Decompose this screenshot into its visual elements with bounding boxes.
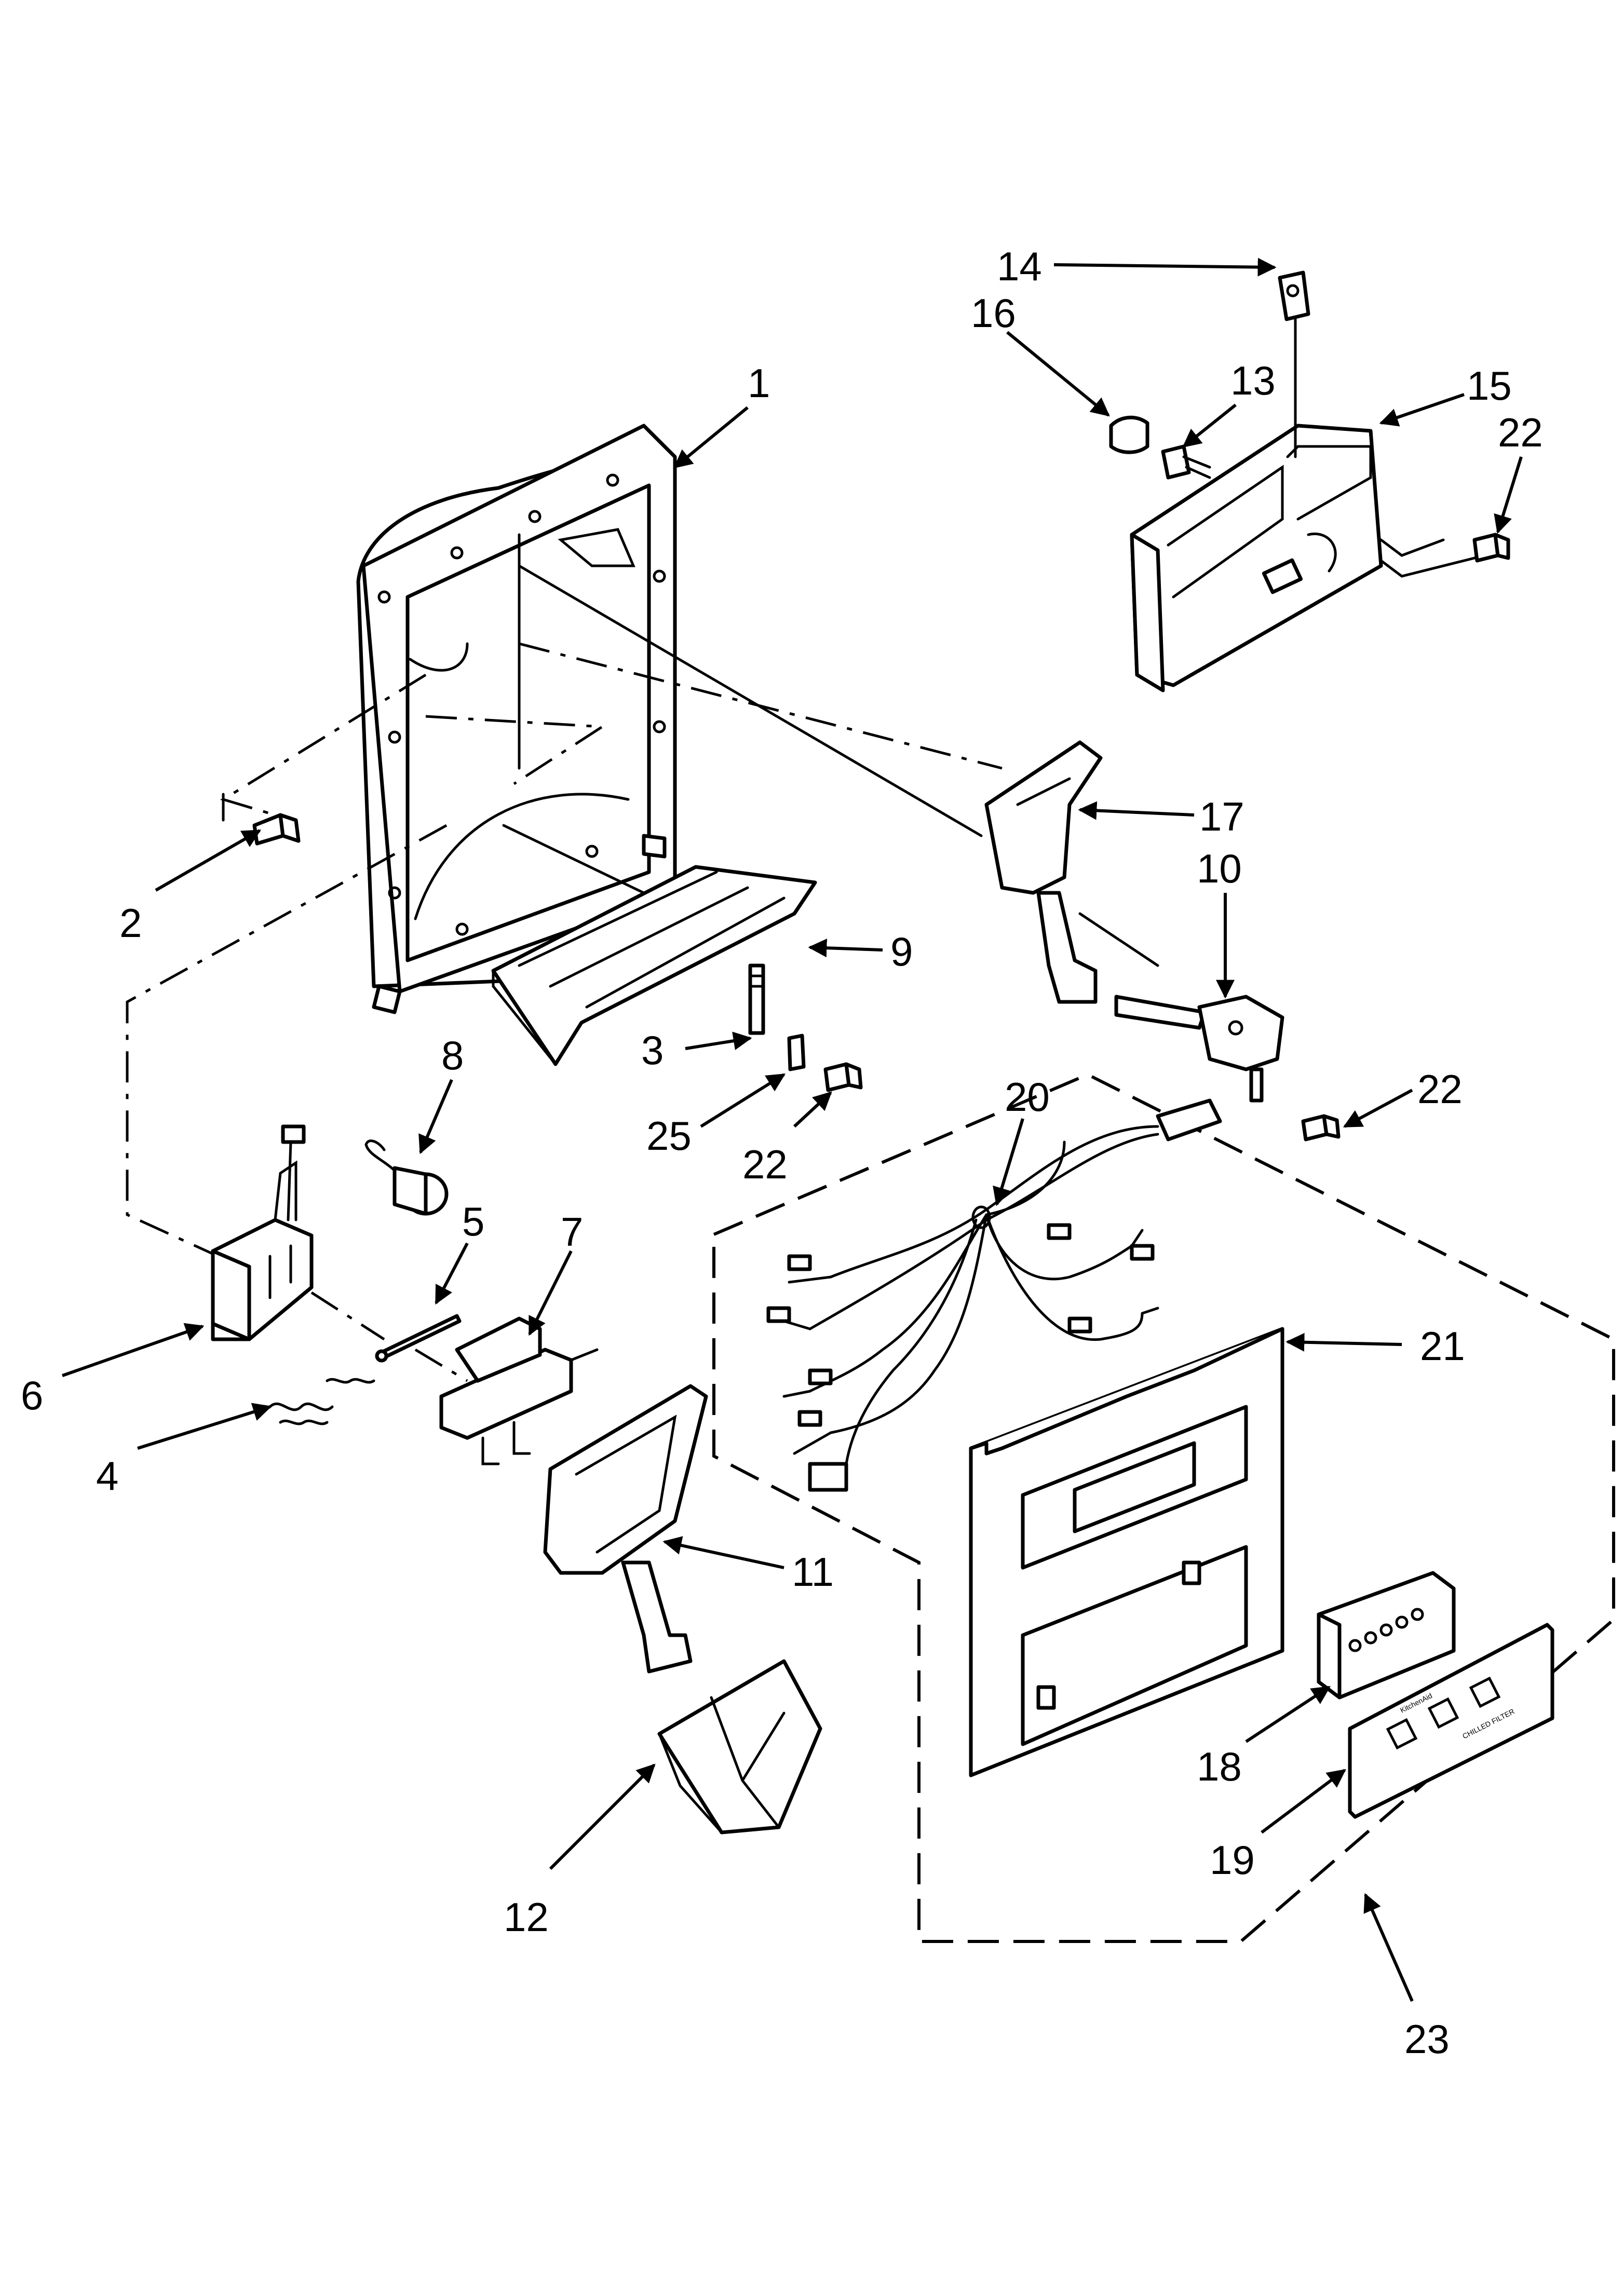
leader-8: [418, 1079, 453, 1154]
leader-22-top: [1494, 456, 1523, 534]
callout-17: 17: [1199, 794, 1244, 839]
callout-2: 2: [119, 900, 142, 946]
paddle-17: [984, 740, 1159, 1004]
arm-10: [1114, 995, 1284, 1103]
callout-22-center: 22: [742, 1142, 788, 1187]
callout-23: 23: [1404, 2016, 1450, 2062]
callout-15: 15: [1467, 363, 1512, 409]
leader-20: [993, 1118, 1024, 1206]
guide-line-pin: [310, 1291, 468, 1382]
screw-22-right: [1301, 1114, 1341, 1142]
callout-9: 9: [890, 929, 913, 974]
socket-13: [1161, 444, 1211, 480]
callout-4: 4: [96, 1453, 118, 1499]
callout-25: 25: [646, 1113, 692, 1159]
callout-7: 7: [561, 1209, 583, 1255]
callout-11: 11: [792, 1549, 834, 1595]
callout-18: 18: [1197, 1744, 1242, 1789]
lever-11: [543, 1384, 708, 1674]
faceplate-19: KitchenAid CHILLED FILTER: [1348, 1623, 1554, 1819]
callout-12: 12: [504, 1894, 549, 1940]
switch-14: [1278, 270, 1310, 458]
leader-14: [1053, 257, 1277, 277]
leader-5: [435, 1242, 469, 1305]
leader-23: [1363, 1893, 1414, 2002]
leader-19: [1261, 1769, 1346, 1834]
module-15: [1130, 424, 1486, 692]
callout-20: 20: [1005, 1074, 1050, 1120]
guide-line-lever: [518, 564, 983, 837]
spacer-25: [787, 1034, 806, 1071]
leader-3: [685, 1031, 752, 1050]
leader-12: [549, 1763, 656, 1870]
leader-18: [1245, 1686, 1331, 1743]
leader-1: [673, 406, 749, 469]
leader-7: [528, 1250, 573, 1336]
callout-5: 5: [462, 1199, 484, 1244]
ice-chute-12: [657, 1659, 822, 1835]
guide-line-actuator: [126, 824, 448, 1258]
leader-13: [1182, 403, 1237, 448]
callout-3: 3: [641, 1027, 664, 1073]
pin-5: [375, 1314, 462, 1363]
callout-1: 1: [748, 360, 770, 406]
leader-9: [808, 939, 883, 958]
assembly-boundary-dashed: [712, 1072, 1615, 1943]
callout-8: 8: [441, 1032, 464, 1078]
callout-19: 19: [1210, 1837, 1255, 1883]
screw-22-center: [823, 1062, 863, 1092]
callout-22-top: 22: [1498, 410, 1543, 455]
callout-10: 10: [1197, 846, 1242, 891]
screw-22-top: [1472, 533, 1510, 563]
leader-4: [137, 1403, 272, 1450]
screw-2: [252, 813, 301, 846]
leader-22-right: [1343, 1089, 1413, 1128]
bulb-16: [1109, 415, 1149, 454]
actuator-6: [211, 1124, 314, 1341]
leader-21: [1285, 1333, 1402, 1352]
leader-11: [662, 1536, 784, 1569]
leader-2: [155, 829, 262, 892]
leader-16: [1006, 331, 1110, 417]
springs-4: [268, 1378, 375, 1425]
bracket-7: [439, 1316, 599, 1465]
spring-clip-3: [748, 963, 765, 1035]
front-panel-21: [969, 1327, 1284, 1777]
leader-22-center: [793, 1091, 832, 1128]
callout-13: 13: [1230, 358, 1276, 403]
callout-22-right: 22: [1417, 1066, 1463, 1112]
leader-15: [1379, 393, 1465, 427]
leader-6: [62, 1323, 205, 1377]
callout-6: 6: [21, 1373, 43, 1418]
leader-25: [700, 1073, 786, 1128]
callout-16: 16: [971, 290, 1016, 336]
solenoid-8: [364, 1139, 449, 1216]
control-board-18: [1317, 1571, 1456, 1700]
leader-17: [1078, 801, 1195, 820]
guide-line-module: [519, 642, 1003, 770]
callout-14: 14: [997, 243, 1042, 289]
wire-harness-20: [766, 1098, 1222, 1492]
callout-21: 21: [1420, 1323, 1465, 1369]
drip-tray: [491, 865, 817, 1066]
